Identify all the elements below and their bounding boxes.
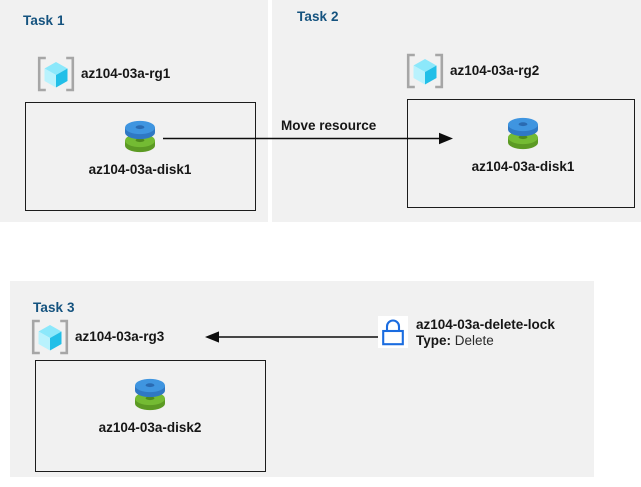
resource-group-boundary-rg3 bbox=[35, 360, 266, 472]
resource-group-icon bbox=[30, 318, 70, 356]
resource-group-boundary-rg2 bbox=[407, 99, 635, 208]
panel-title-task-3: Task 3 bbox=[33, 300, 75, 315]
resource-group-icon bbox=[405, 52, 445, 90]
connector-label-move-resource: Move resource bbox=[281, 118, 377, 133]
lock-node-delete-lock: az104-03a-delete-lock Type: Delete bbox=[378, 316, 555, 350]
resource-group-label: az104-03a-rg2 bbox=[450, 63, 540, 79]
disk-node-disk1-task2: az104-03a-disk1 bbox=[438, 110, 608, 174]
disk-node-disk2-task3: az104-03a-disk2 bbox=[65, 371, 235, 435]
resource-group-label: az104-03a-rg1 bbox=[81, 66, 171, 82]
panel-task-3 bbox=[10, 281, 594, 477]
lock-icon bbox=[378, 316, 408, 348]
panel-task-1 bbox=[0, 0, 268, 222]
resource-group-label: az104-03a-rg3 bbox=[75, 329, 165, 345]
disk-label: az104-03a-disk1 bbox=[88, 162, 192, 177]
panel-title-task-2: Task 2 bbox=[297, 9, 339, 24]
disk-node-disk1-task1: az104-03a-disk1 bbox=[55, 113, 225, 177]
resource-group-icon bbox=[36, 55, 76, 93]
panel-title-task-1: Task 1 bbox=[23, 13, 65, 28]
lock-type-line: Type: Delete bbox=[416, 333, 555, 349]
resource-group-node-rg3: az104-03a-rg3 bbox=[30, 318, 164, 356]
lock-type-key: Type: bbox=[416, 333, 455, 349]
disk-label: az104-03a-disk2 bbox=[98, 420, 202, 435]
managed-disk-icon bbox=[65, 371, 235, 417]
disk-label: az104-03a-disk1 bbox=[471, 159, 575, 174]
managed-disk-icon bbox=[438, 110, 608, 156]
lock-type-value: Delete bbox=[454, 333, 494, 349]
lock-text-block: az104-03a-delete-lock Type: Delete bbox=[416, 317, 555, 350]
resource-group-node-rg1: az104-03a-rg1 bbox=[36, 55, 170, 93]
managed-disk-icon bbox=[55, 113, 225, 159]
panel-task-2 bbox=[272, 0, 641, 222]
resource-group-boundary-rg1 bbox=[25, 102, 256, 211]
resource-group-node-rg2: az104-03a-rg2 bbox=[405, 52, 539, 90]
lock-name-label: az104-03a-delete-lock bbox=[416, 317, 555, 332]
